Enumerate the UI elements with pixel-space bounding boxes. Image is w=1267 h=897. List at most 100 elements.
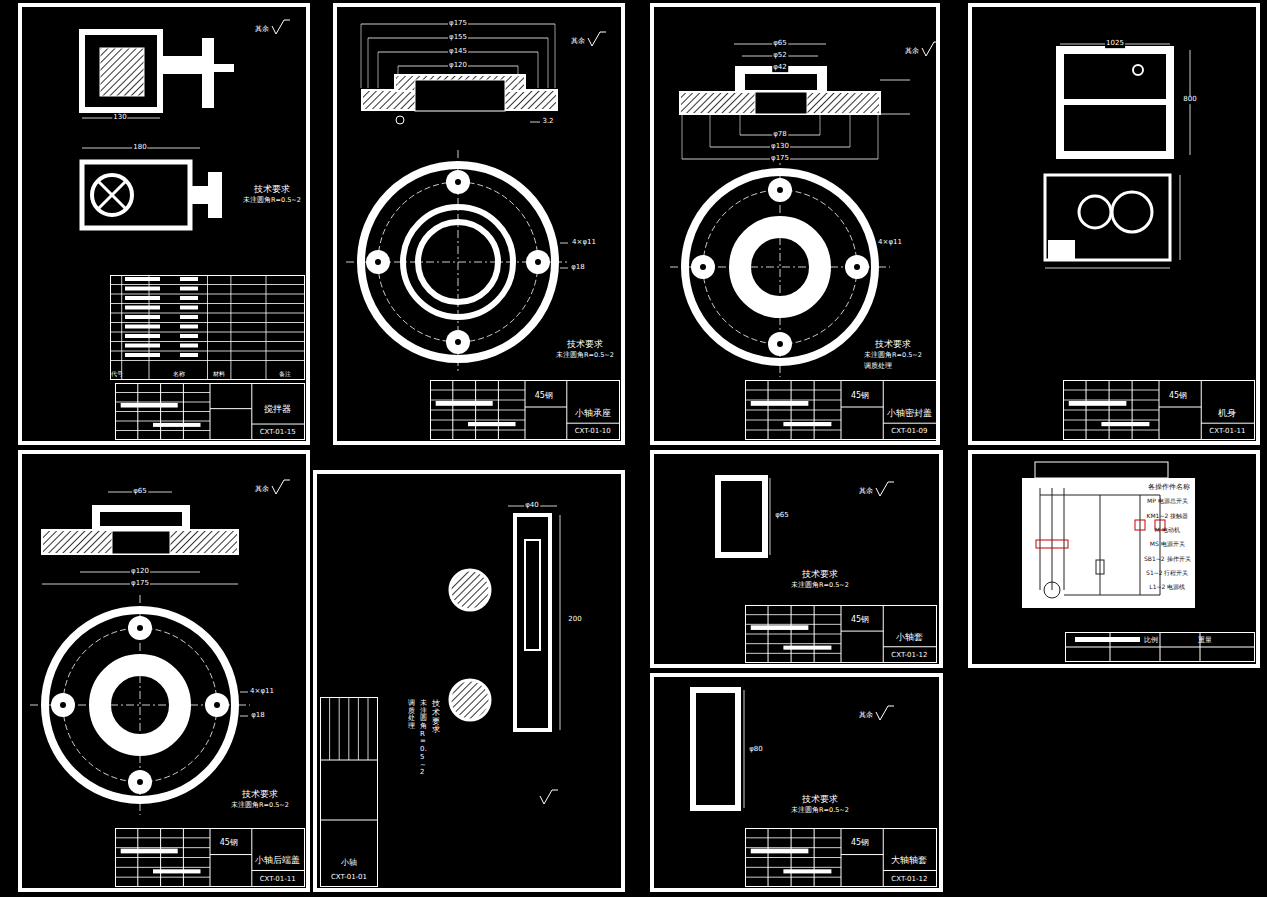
drawing-line [329,697,330,760]
sheet-frame [652,5,938,443]
drawing-line [240,692,248,693]
drawing-line [555,24,556,88]
title-text: CXT-01-10 [575,428,611,435]
bolt-hole [777,341,783,347]
drawing-line [566,380,567,440]
drawing-line [883,605,884,663]
sheet-frame [652,452,941,666]
drawing-line [745,653,841,654]
title-text: SB1~2 操作开关 [1144,556,1191,562]
parts-row-text [125,325,160,329]
drawing-line [525,407,567,408]
drawing-line [251,828,252,887]
title-text: 小轴 [341,859,357,867]
dimension-text: φ42 [772,64,788,72]
title-text: CXT-01-15 [260,428,296,435]
dimension-text: φ120 [130,568,150,576]
drawing-line [378,52,379,88]
note-text: 其余 [254,486,270,494]
title-text: 大轴轴套 [891,856,927,865]
title-text: CXT-01-01 [331,873,367,880]
dimension-text: φ78 [772,131,788,139]
drawing-line [252,870,305,871]
title-block-fill [1069,401,1127,406]
drawing-line [1180,175,1181,260]
title-block: 45钢大轴轴套CXT-01-12 [745,828,937,887]
title-text: 45钢 [851,616,869,624]
drawing-line [567,423,620,424]
bolt-hole [455,339,461,345]
title-text: CXT-01-12 [891,651,927,658]
title-block-fill [1075,637,1140,642]
note-text: 未注圆角R=0.5~2 [863,352,923,359]
drawing-line [745,420,841,421]
drawing-line [880,114,910,115]
roughness-symbol [272,480,290,494]
drawing-shape [92,505,190,531]
title-text: CXT-01-12 [891,875,927,882]
dimension-text: φ18 [570,264,586,272]
drawing-line [1040,488,1041,590]
drawing-line [745,390,841,391]
drawing-line [210,408,252,409]
title-text: 小轴承座 [575,408,611,417]
note-text: 技术要求 [874,340,912,350]
schematic-panel [1022,478,1195,608]
drawing-line [1052,488,1053,590]
note-text: 未注圆角R=0.5~2 [230,802,290,809]
dimension-text: φ175 [770,155,790,163]
title-text: 45钢 [1169,392,1187,400]
bolt-hole [214,702,220,708]
drawing-line [560,268,568,269]
dimension-text: φ155 [448,34,468,42]
drawing-line [115,421,210,422]
drawing-line [744,690,745,808]
drawing-line [320,760,378,761]
drawing-shape [745,74,817,90]
motor-symbol [1044,582,1060,598]
title-block: 比例重量 [1065,632,1255,662]
title-text: CXT-01-09 [891,428,927,435]
drawing-line [548,38,549,88]
title-text: CXT-01-11 [260,875,296,882]
drawing-line [560,515,561,730]
title-text: 小轴套 [896,632,923,641]
drawing-line [745,624,841,625]
drawing-line [1063,420,1159,421]
drawing-line [745,614,841,615]
bolt-hole [60,702,66,708]
drawing-line [115,837,210,838]
flange-ring [418,222,498,302]
bolt-hole [854,264,860,270]
title-text: 小轴密封盖 [887,408,932,417]
housing [82,32,160,110]
title-text: CXT-01-11 [1209,428,1245,435]
flange-ring [403,207,513,317]
roughness-symbol [876,706,894,720]
title-block-fill [153,423,201,427]
title-block-fill [468,422,516,426]
drawing-line [770,478,771,555]
section [450,680,490,720]
parts-row-text [125,287,160,291]
drawing-line [230,275,231,380]
note-text: 调质处理 [863,363,893,370]
drawing-line [878,114,879,159]
title-block: 搅拌器CXT-01-15 [115,383,305,440]
drawing-line [1159,407,1201,408]
title-block: 45钢小轴套 CXT-01-12 [745,605,937,663]
parts-row-text [125,344,160,348]
drawing-line [880,80,910,81]
title-block-fill [153,869,201,873]
title-block: 45钢机身CXT-01-11 [1063,380,1255,440]
shaft [515,515,550,730]
bolt-hole [700,264,706,270]
drawing-line [115,877,210,878]
dimension-text: 4×φ11 [877,239,903,247]
bolt-hole [455,179,461,185]
bolt-hole [128,616,152,640]
drawing-line [430,400,525,401]
impeller [92,175,132,215]
sheet-frame [315,472,623,890]
dimension-text: 800 [1182,96,1197,104]
